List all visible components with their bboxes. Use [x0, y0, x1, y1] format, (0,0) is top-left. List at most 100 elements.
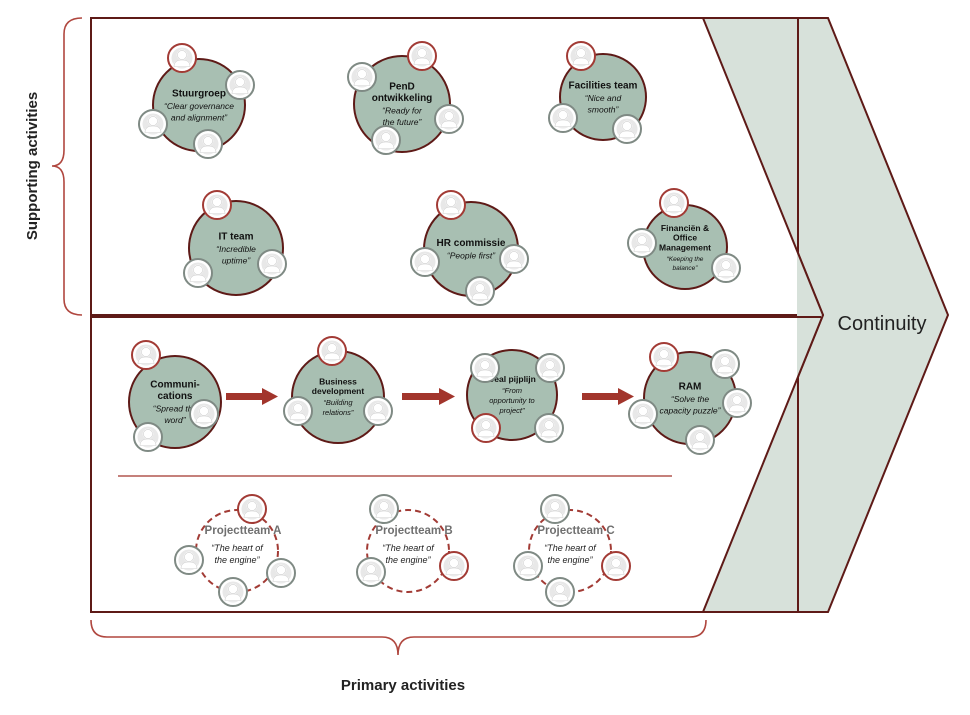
projectteam-quote: the engine” — [385, 555, 431, 565]
member-avatar-icon — [471, 413, 501, 443]
member-avatar-icon — [237, 494, 267, 524]
projectteam-title: Projectteam A — [205, 525, 282, 537]
member-avatar-icon — [257, 249, 287, 279]
member-avatar-icon — [548, 103, 578, 133]
member-avatar-icon — [540, 494, 570, 524]
supporting-brace — [51, 17, 83, 316]
member-avatar-icon — [499, 244, 529, 274]
primary-title: RAM — [679, 381, 702, 392]
supporting-quote: “Ready for — [382, 106, 423, 116]
member-avatar-icon — [410, 247, 440, 277]
supporting-quote: “Incredible — [216, 244, 256, 254]
member-avatar-icon — [566, 41, 596, 71]
member-avatar-icon — [612, 114, 642, 144]
supporting-title: IT team — [218, 231, 253, 242]
member-avatar-icon — [138, 109, 168, 139]
member-avatar-icon — [710, 349, 740, 379]
projectteam-title: Projectteam B — [375, 525, 452, 537]
projectteam-quote: the engine” — [547, 555, 593, 565]
member-avatar-icon — [436, 190, 466, 220]
member-avatar-icon — [189, 399, 219, 429]
member-avatar-icon — [659, 188, 689, 218]
supporting-quote: uptime” — [222, 255, 252, 265]
member-avatar-icon — [347, 62, 377, 92]
supporting-title: Facilities team — [569, 80, 638, 91]
member-avatar-icon — [470, 353, 500, 383]
member-avatar-icon — [167, 43, 197, 73]
member-avatar-icon — [133, 422, 163, 452]
primary-quote: capacity puzzle” — [660, 405, 722, 415]
flow-arrow-2 — [402, 388, 455, 405]
member-avatar-icon — [434, 104, 464, 134]
primary-quote: “Solve the — [671, 394, 710, 404]
flow-arrow-3 — [582, 388, 634, 405]
supporting-quote: “Keeping the — [667, 256, 704, 263]
member-avatar-icon — [407, 41, 437, 71]
continuity-label: Continuity — [838, 313, 927, 335]
member-avatar-icon — [534, 413, 564, 443]
supporting-activities-label: Supporting activities — [24, 92, 41, 240]
flow-arrow-1 — [226, 388, 278, 405]
member-avatar-icon — [439, 551, 469, 581]
primary-quote: project” — [498, 406, 525, 415]
projectteam-a[interactable]: Projectteam A “The heart of the engine” — [174, 494, 296, 607]
supporting-quote: “Nice and — [585, 93, 622, 103]
supporting-quote: the future” — [383, 117, 423, 127]
member-avatar-icon — [649, 342, 679, 372]
projectteam-quote: the engine” — [214, 555, 260, 565]
supporting-title: Stuurgroep — [172, 88, 226, 99]
member-avatar-icon — [283, 396, 313, 426]
member-avatar-icon — [535, 353, 565, 383]
supporting-quote: balance” — [673, 265, 699, 272]
member-avatar-icon — [183, 258, 213, 288]
projectteam-c[interactable]: Projectteam C “The heart of the engine” — [513, 494, 631, 607]
member-avatar-icon — [545, 577, 575, 607]
projectteam-b[interactable]: Projectteam B “The heart of the engine” — [356, 494, 469, 593]
member-avatar-icon — [363, 396, 393, 426]
member-avatar-icon — [174, 545, 204, 575]
member-avatar-icon — [465, 276, 495, 306]
member-avatar-icon — [131, 340, 161, 370]
projectteam-circle — [366, 509, 450, 593]
member-avatar-icon — [266, 558, 296, 588]
primary-title: development — [312, 386, 365, 396]
member-avatar-icon — [356, 557, 386, 587]
supporting-quote: smooth” — [588, 104, 620, 114]
member-avatar-icon — [202, 190, 232, 220]
member-avatar-icon — [513, 551, 543, 581]
projectteam-quote: “The heart of — [382, 543, 435, 553]
supporting-hr[interactable]: HR commissie“People first” — [410, 190, 529, 306]
member-avatar-icon — [711, 253, 741, 283]
member-avatar-icon — [722, 388, 752, 418]
projectteam-quote: “The heart of — [211, 543, 264, 553]
primary-title: Business — [319, 376, 357, 386]
primary-brace — [90, 619, 707, 656]
member-avatar-icon — [685, 425, 715, 455]
member-avatar-icon — [371, 125, 401, 155]
member-avatar-icon — [317, 336, 347, 366]
primary-activities-label: Primary activities — [341, 677, 465, 694]
supporting-title: Office — [673, 233, 697, 243]
member-avatar-icon — [628, 399, 658, 429]
projectteam-quote: “The heart of — [544, 543, 597, 553]
primary-title: cations — [157, 391, 192, 402]
member-avatar-icon — [225, 70, 255, 100]
member-avatar-icon — [369, 494, 399, 524]
primary-quote: “Spread the — [153, 404, 198, 414]
projectteam-title: Projectteam C — [537, 525, 614, 537]
primary-quote: “Building — [323, 398, 353, 407]
primary-quote: opportunity to — [489, 396, 534, 405]
member-avatar-icon — [218, 577, 248, 607]
member-avatar-icon — [627, 228, 657, 258]
continuity-chevron-notch — [702, 17, 825, 613]
